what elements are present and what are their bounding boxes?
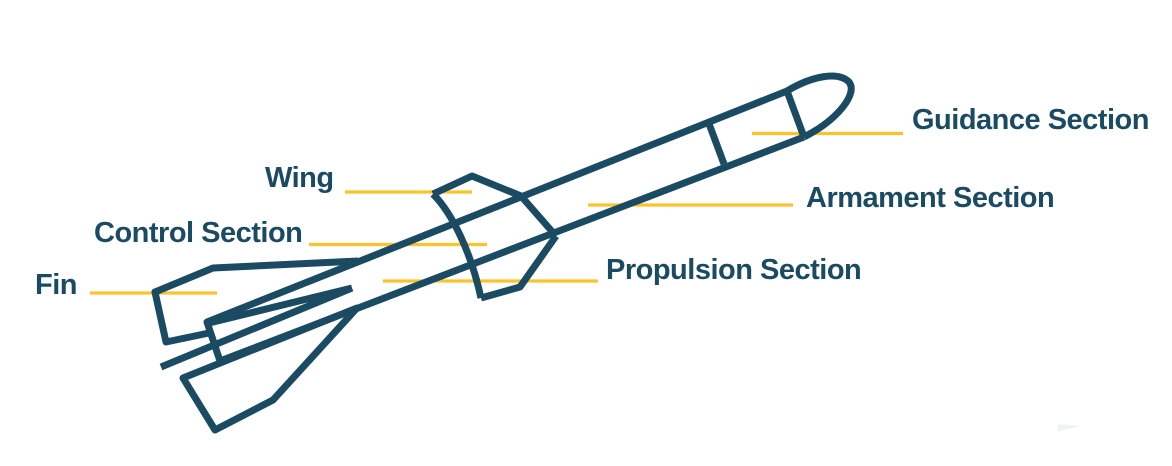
label-guidance-section: Guidance Section [912,104,1149,136]
fin-upper [151,257,359,346]
label-control-section: Control Section [94,217,303,249]
wing-upper [431,172,523,200]
label-fin: Fin [35,269,78,301]
armament-guidance-separator [704,119,728,166]
label-propulsion-section: Propulsion Section [606,254,862,286]
missile-outline [151,72,855,434]
faint-smudge [1057,424,1080,432]
wing-lower [480,233,559,302]
fin-side-edge-lines [159,284,354,371]
nose-cone [785,72,855,141]
fin-lower [179,304,361,434]
label-wing: Wing [265,162,334,194]
propulsion-armament-separator [518,193,559,239]
guidance-nose-separator [783,89,808,139]
label-armament-section: Armament Section [806,182,1055,214]
wing-leading-edge-ring [430,191,485,299]
